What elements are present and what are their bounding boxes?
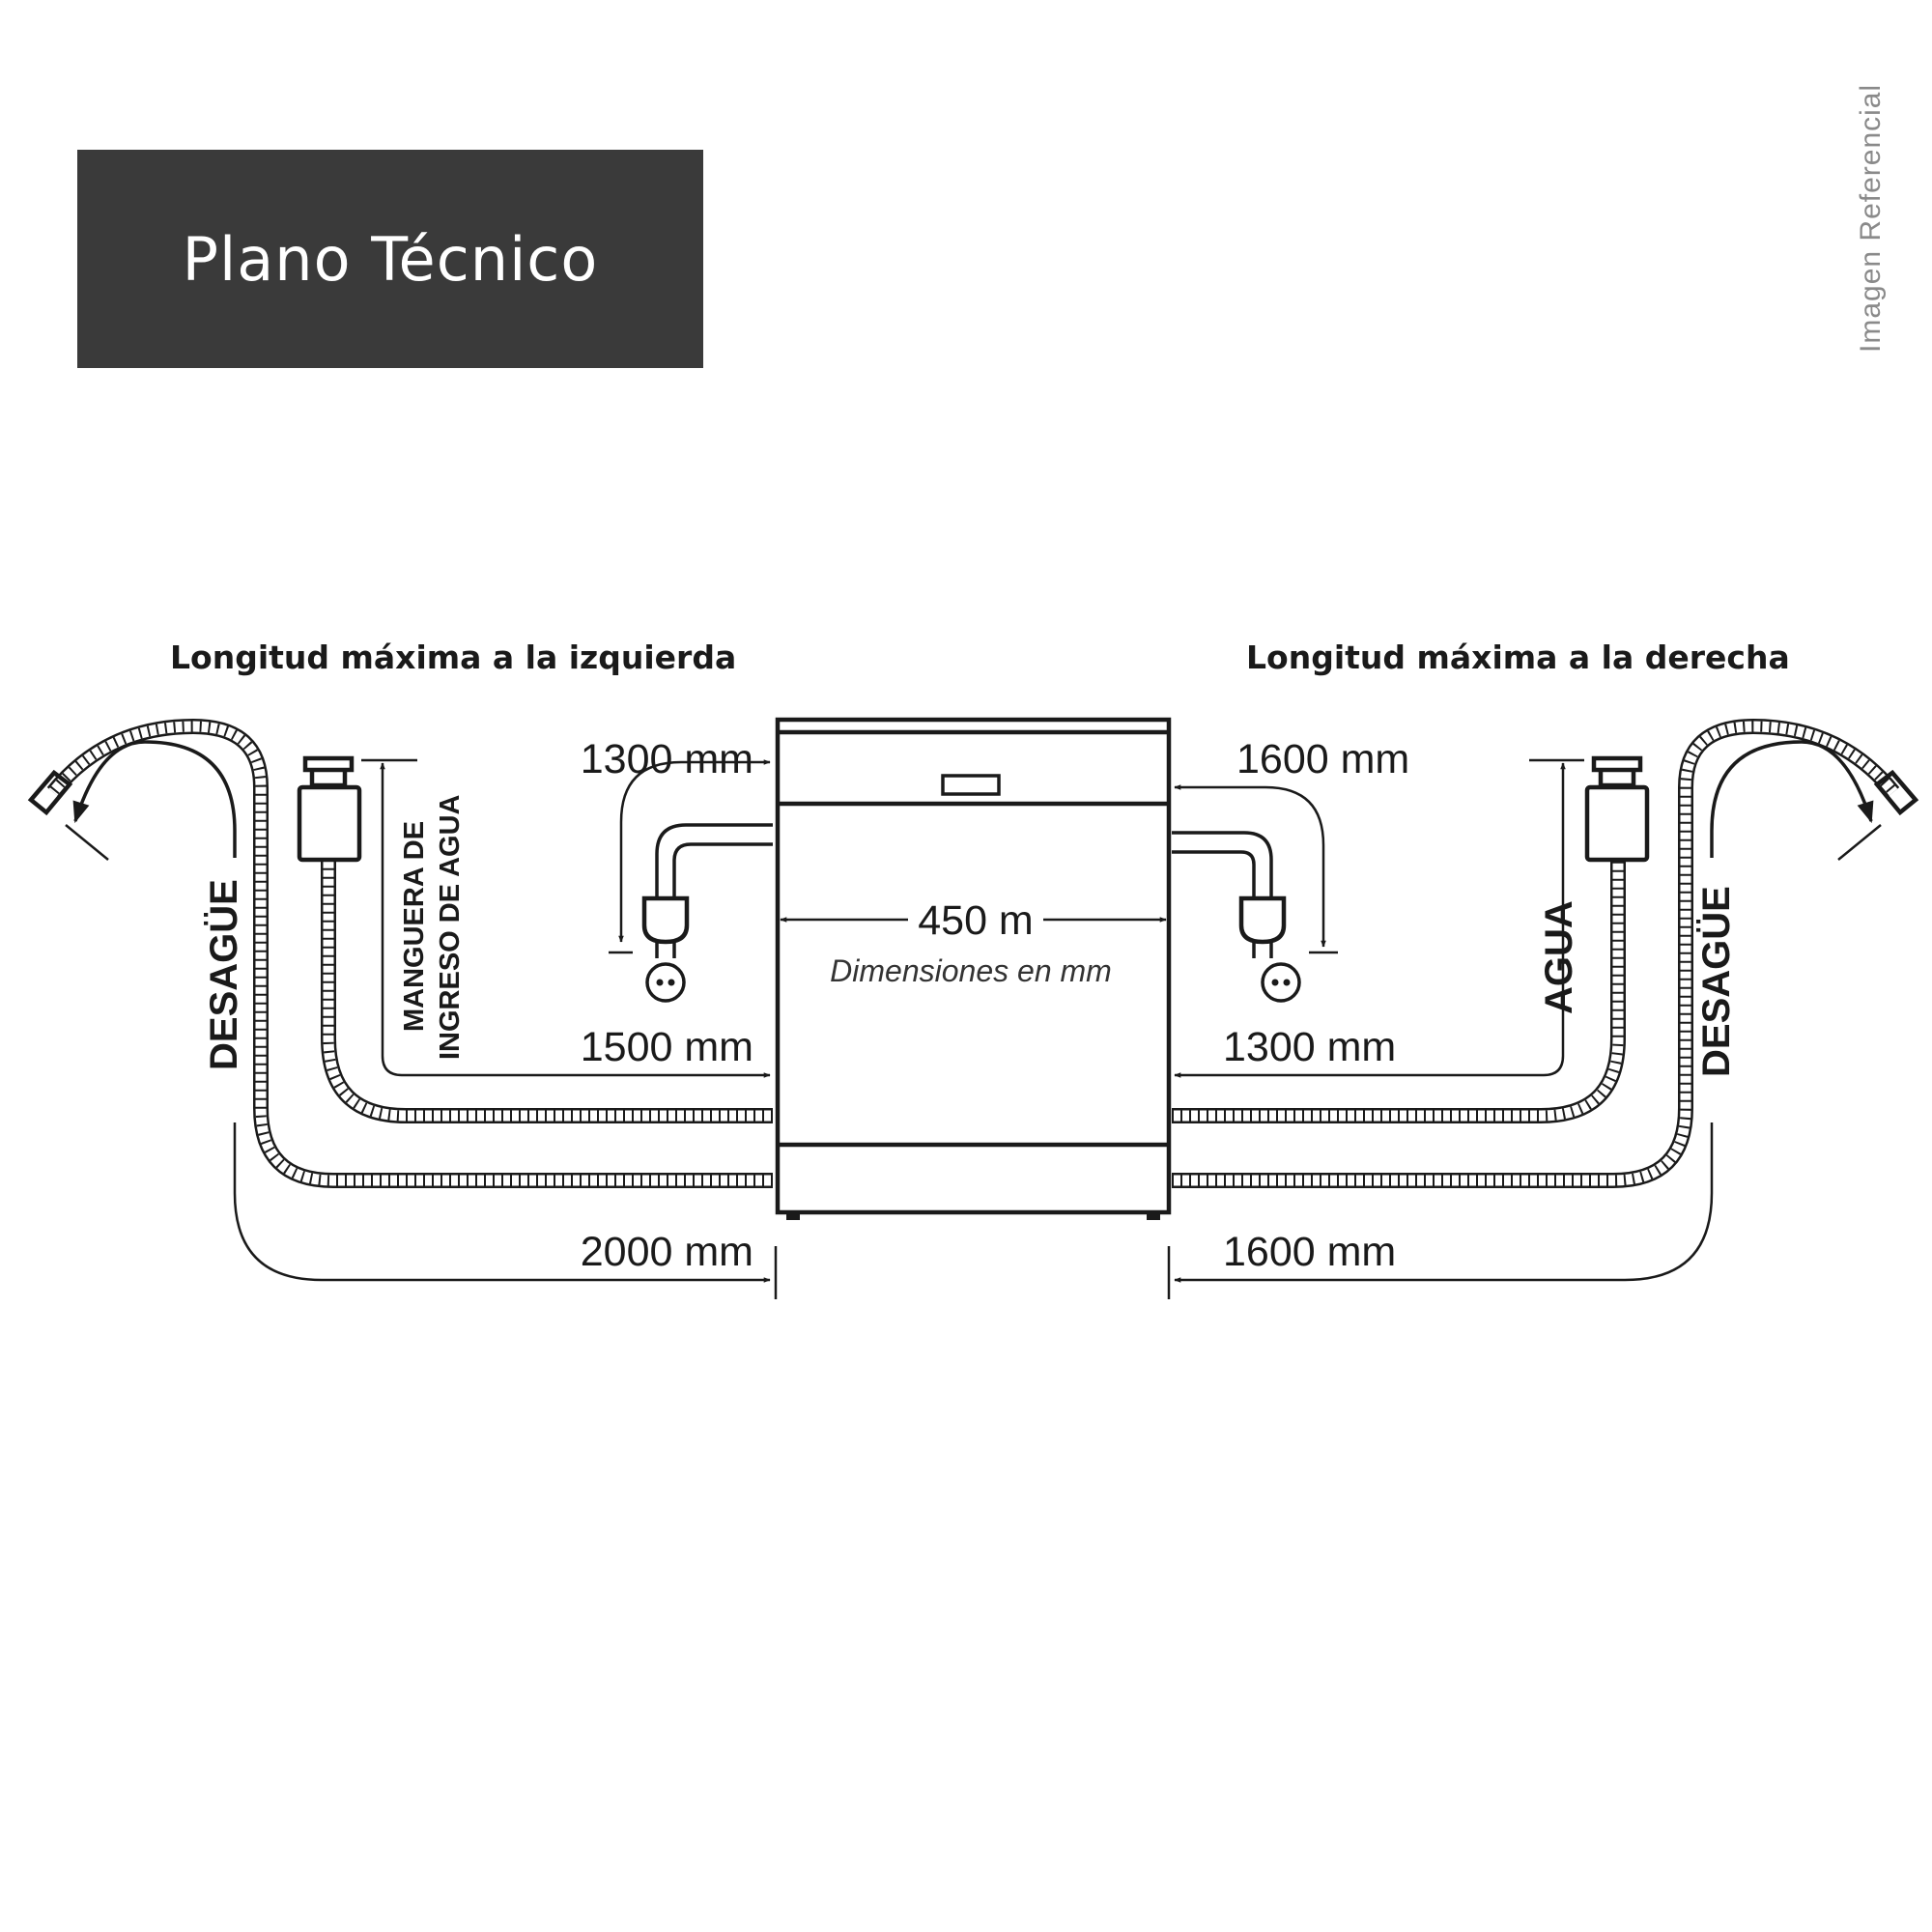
dim-right-power: 1600 mm <box>1236 736 1409 782</box>
title-banner: Plano Técnico <box>77 150 703 368</box>
caption-right: Longitud máxima a la derecha <box>1246 639 1790 676</box>
dimensions-note: Dimensiones en mm <box>830 953 1112 988</box>
power-cord-left <box>641 823 773 1003</box>
socket-icon-left <box>645 962 686 1003</box>
dim-left-drain: 2000 mm <box>581 1229 753 1275</box>
label-inlet-left-2: INGRESO DE AGUA <box>435 794 466 1060</box>
page-title: Plano Técnico <box>182 223 599 295</box>
dim-left-power: 1300 mm <box>581 736 753 782</box>
drain-hose-right <box>1172 718 1919 1188</box>
power-cord-right <box>1172 831 1301 1003</box>
inlet-hose-left <box>297 755 773 1123</box>
dishwasher-front <box>775 717 1172 1220</box>
drain-hose-left <box>27 718 773 1188</box>
caption-left: Longitud máxima a la izquierda <box>170 639 736 676</box>
control-panel-display <box>941 774 1001 796</box>
inlet-hose-right <box>1172 755 1650 1123</box>
dim-width: 450 m <box>918 897 1034 944</box>
label-inlet-left-1: MANGUERA DE <box>399 821 430 1032</box>
dim-left-inlet: 1500 mm <box>581 1024 753 1070</box>
label-inlet-right: AGUA <box>1538 900 1580 1014</box>
socket-icon-right <box>1261 962 1301 1003</box>
dim-right-drain: 1600 mm <box>1223 1229 1396 1275</box>
dim-right-inlet: 1300 mm <box>1223 1024 1396 1070</box>
label-drain-right: DESAGÜE <box>1694 886 1738 1077</box>
label-drain-left: DESAGÜE <box>202 879 245 1070</box>
